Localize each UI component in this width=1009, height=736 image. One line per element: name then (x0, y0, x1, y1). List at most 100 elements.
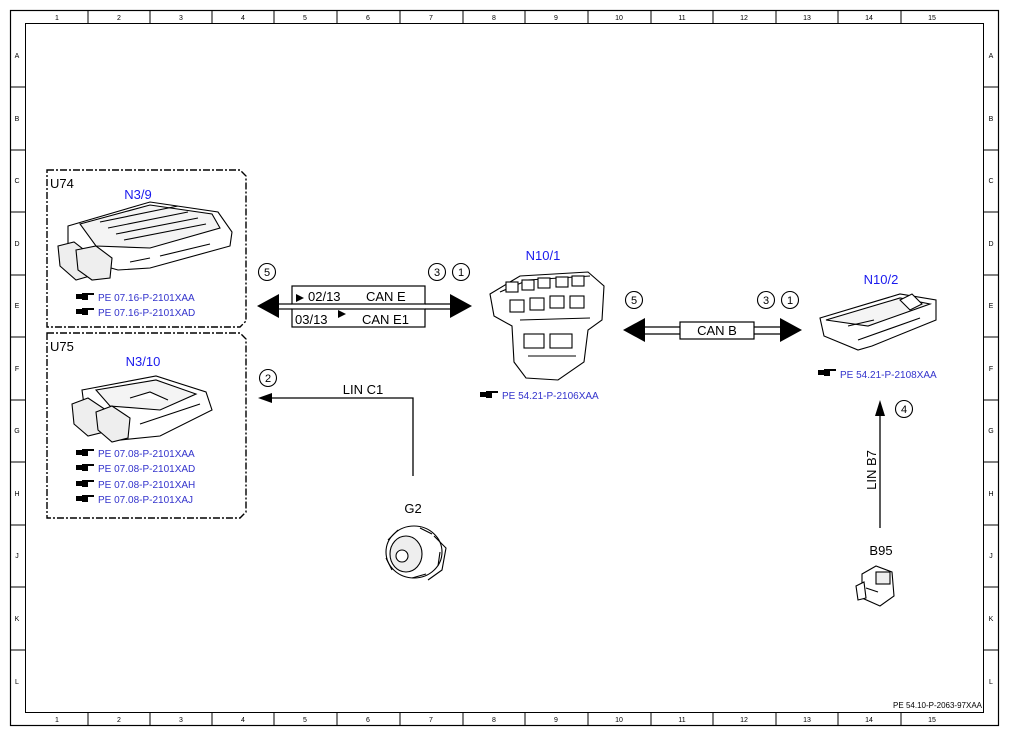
can-b-bus-line (623, 318, 802, 342)
n3-10-ref-link-1[interactable]: PE 07.08-P-2101XAA (98, 449, 195, 460)
grid-col-bottom: 4 (241, 717, 245, 724)
u74-group-label: U74 (50, 176, 74, 191)
marker-number: 2 (265, 373, 271, 385)
u75-group-border (46, 332, 247, 519)
marker-number: 3 (434, 267, 440, 279)
n10-1-label: N10/1 (526, 248, 561, 263)
n3-9-ref-hand-icon (76, 293, 94, 300)
grid-col-bottom: 10 (615, 717, 623, 724)
grid-col-top: 3 (179, 15, 183, 22)
n10-2-label: N10/2 (864, 272, 899, 287)
grid-col-top: 14 (865, 15, 873, 22)
grid-col-bottom: 5 (303, 717, 307, 724)
grid-col-bottom: 11 (678, 717, 685, 724)
marker-circle: 5 (624, 290, 644, 310)
grid-col-bottom: 1 (55, 717, 59, 724)
grid-row-right: B (989, 116, 994, 123)
grid-row-right: D (988, 241, 993, 248)
grid-row-right: F (989, 366, 993, 373)
grid-col-bottom: 15 (928, 717, 936, 724)
grid-col-top: 5 (303, 15, 307, 22)
marker-number: 5 (631, 295, 637, 307)
can-e1-code: 03/13 (295, 312, 328, 327)
grid-col-top: 13 (803, 15, 811, 22)
grid-col-top: 1 (55, 15, 59, 22)
grid-ticks (10, 10, 999, 726)
n3-10-ref-hand-icon (76, 449, 94, 456)
grid-row-right: C (988, 178, 993, 185)
u75-group-label: U75 (50, 339, 74, 354)
grid-col-bottom: 7 (429, 717, 433, 724)
lin-c1-label: LIN C1 (343, 382, 383, 397)
can-b-label: CAN B (697, 323, 737, 338)
n3-9-ref-link-2[interactable]: PE 07.16-P-2101XAD (98, 308, 195, 319)
grid-row-right: H (988, 491, 993, 498)
n3-9-control-unit-drawing (57, 201, 233, 281)
grid-row-left: B (15, 116, 20, 123)
lin-b7-line (875, 400, 885, 528)
grid-row-left: F (15, 366, 19, 373)
grid-col-top: 11 (678, 15, 685, 22)
grid-row-right: K (989, 616, 994, 623)
grid-col-top: 10 (615, 15, 623, 22)
u74-group-border (46, 169, 247, 328)
grid-row-right: J (989, 553, 993, 560)
marker-circle: 3 (427, 262, 447, 282)
n3-10-ref-link-4[interactable]: PE 07.08-P-2101XAJ (98, 495, 193, 506)
n3-10-label: N3/10 (126, 354, 161, 369)
b95-label: B95 (869, 543, 892, 558)
grid-row-left: D (14, 241, 19, 248)
can-e1-label: CAN E1 (362, 312, 409, 327)
n10-1-ref-hand-icon (480, 391, 498, 398)
n3-10-control-unit-drawing (71, 375, 213, 443)
grid-row-left: K (15, 616, 20, 623)
n3-10-ref-link-2[interactable]: PE 07.08-P-2101XAD (98, 464, 195, 475)
n10-2-ref-hand-icon (818, 369, 836, 376)
grid-col-bottom: 14 (865, 717, 873, 724)
outer-frame (9, 9, 1000, 727)
n10-2-ref-link[interactable]: PE 54.21-P-2108XAA (840, 370, 937, 381)
grid-row-right: L (989, 679, 993, 686)
grid-row-left: C (14, 178, 19, 185)
grid-col-top: 4 (241, 15, 245, 22)
grid-col-top: 6 (366, 15, 370, 22)
grid-row-left: E (15, 303, 20, 310)
n3-10-ref-link-3[interactable]: PE 07.08-P-2101XAH (98, 480, 195, 491)
n3-9-label: N3/9 (124, 187, 151, 202)
marker-circle: 1 (780, 290, 800, 310)
can-e-label: CAN E (366, 289, 406, 304)
marker-number: 5 (264, 267, 270, 279)
grid-col-bottom: 8 (492, 717, 496, 724)
grid-row-left: G (14, 428, 19, 435)
document-id: PE 54.10-P-2063-97XAA (893, 701, 983, 710)
marker-circle: 3 (756, 290, 776, 310)
g2-label: G2 (404, 501, 421, 516)
n10-1-ref-link[interactable]: PE 54.21-P-2106XAA (502, 391, 599, 402)
grid-col-top: 15 (928, 15, 936, 22)
grid-row-left: L (15, 679, 19, 686)
n10-2-module-drawing (819, 293, 937, 351)
can-e-bus-line (257, 285, 472, 328)
grid-row-right: G (988, 428, 993, 435)
inner-frame (25, 23, 984, 713)
grid-row-right: A (989, 53, 994, 60)
grid-col-top: 12 (740, 15, 748, 22)
grid-row-right: E (989, 303, 994, 310)
grid-col-top: 7 (429, 15, 433, 22)
can-e-code: 02/13 (308, 289, 341, 304)
n3-9-ref-hand-icon (76, 308, 94, 315)
grid-col-top: 2 (117, 15, 121, 22)
grid-col-bottom: 3 (179, 717, 183, 724)
marker-circle: 5 (257, 262, 277, 282)
grid-row-left: H (14, 491, 19, 498)
marker-number: 4 (901, 404, 907, 416)
marker-circle: 2 (258, 368, 278, 388)
grid-row-left: A (15, 53, 20, 60)
marker-number: 3 (763, 295, 769, 307)
n3-10-ref-hand-icon (76, 495, 94, 502)
g2-alternator-drawing (385, 525, 447, 581)
marker-circle: 4 (894, 399, 914, 419)
marker-number: 1 (787, 295, 793, 307)
grid-col-bottom: 13 (803, 717, 811, 724)
n3-9-ref-link-1[interactable]: PE 07.16-P-2101XAA (98, 293, 195, 304)
